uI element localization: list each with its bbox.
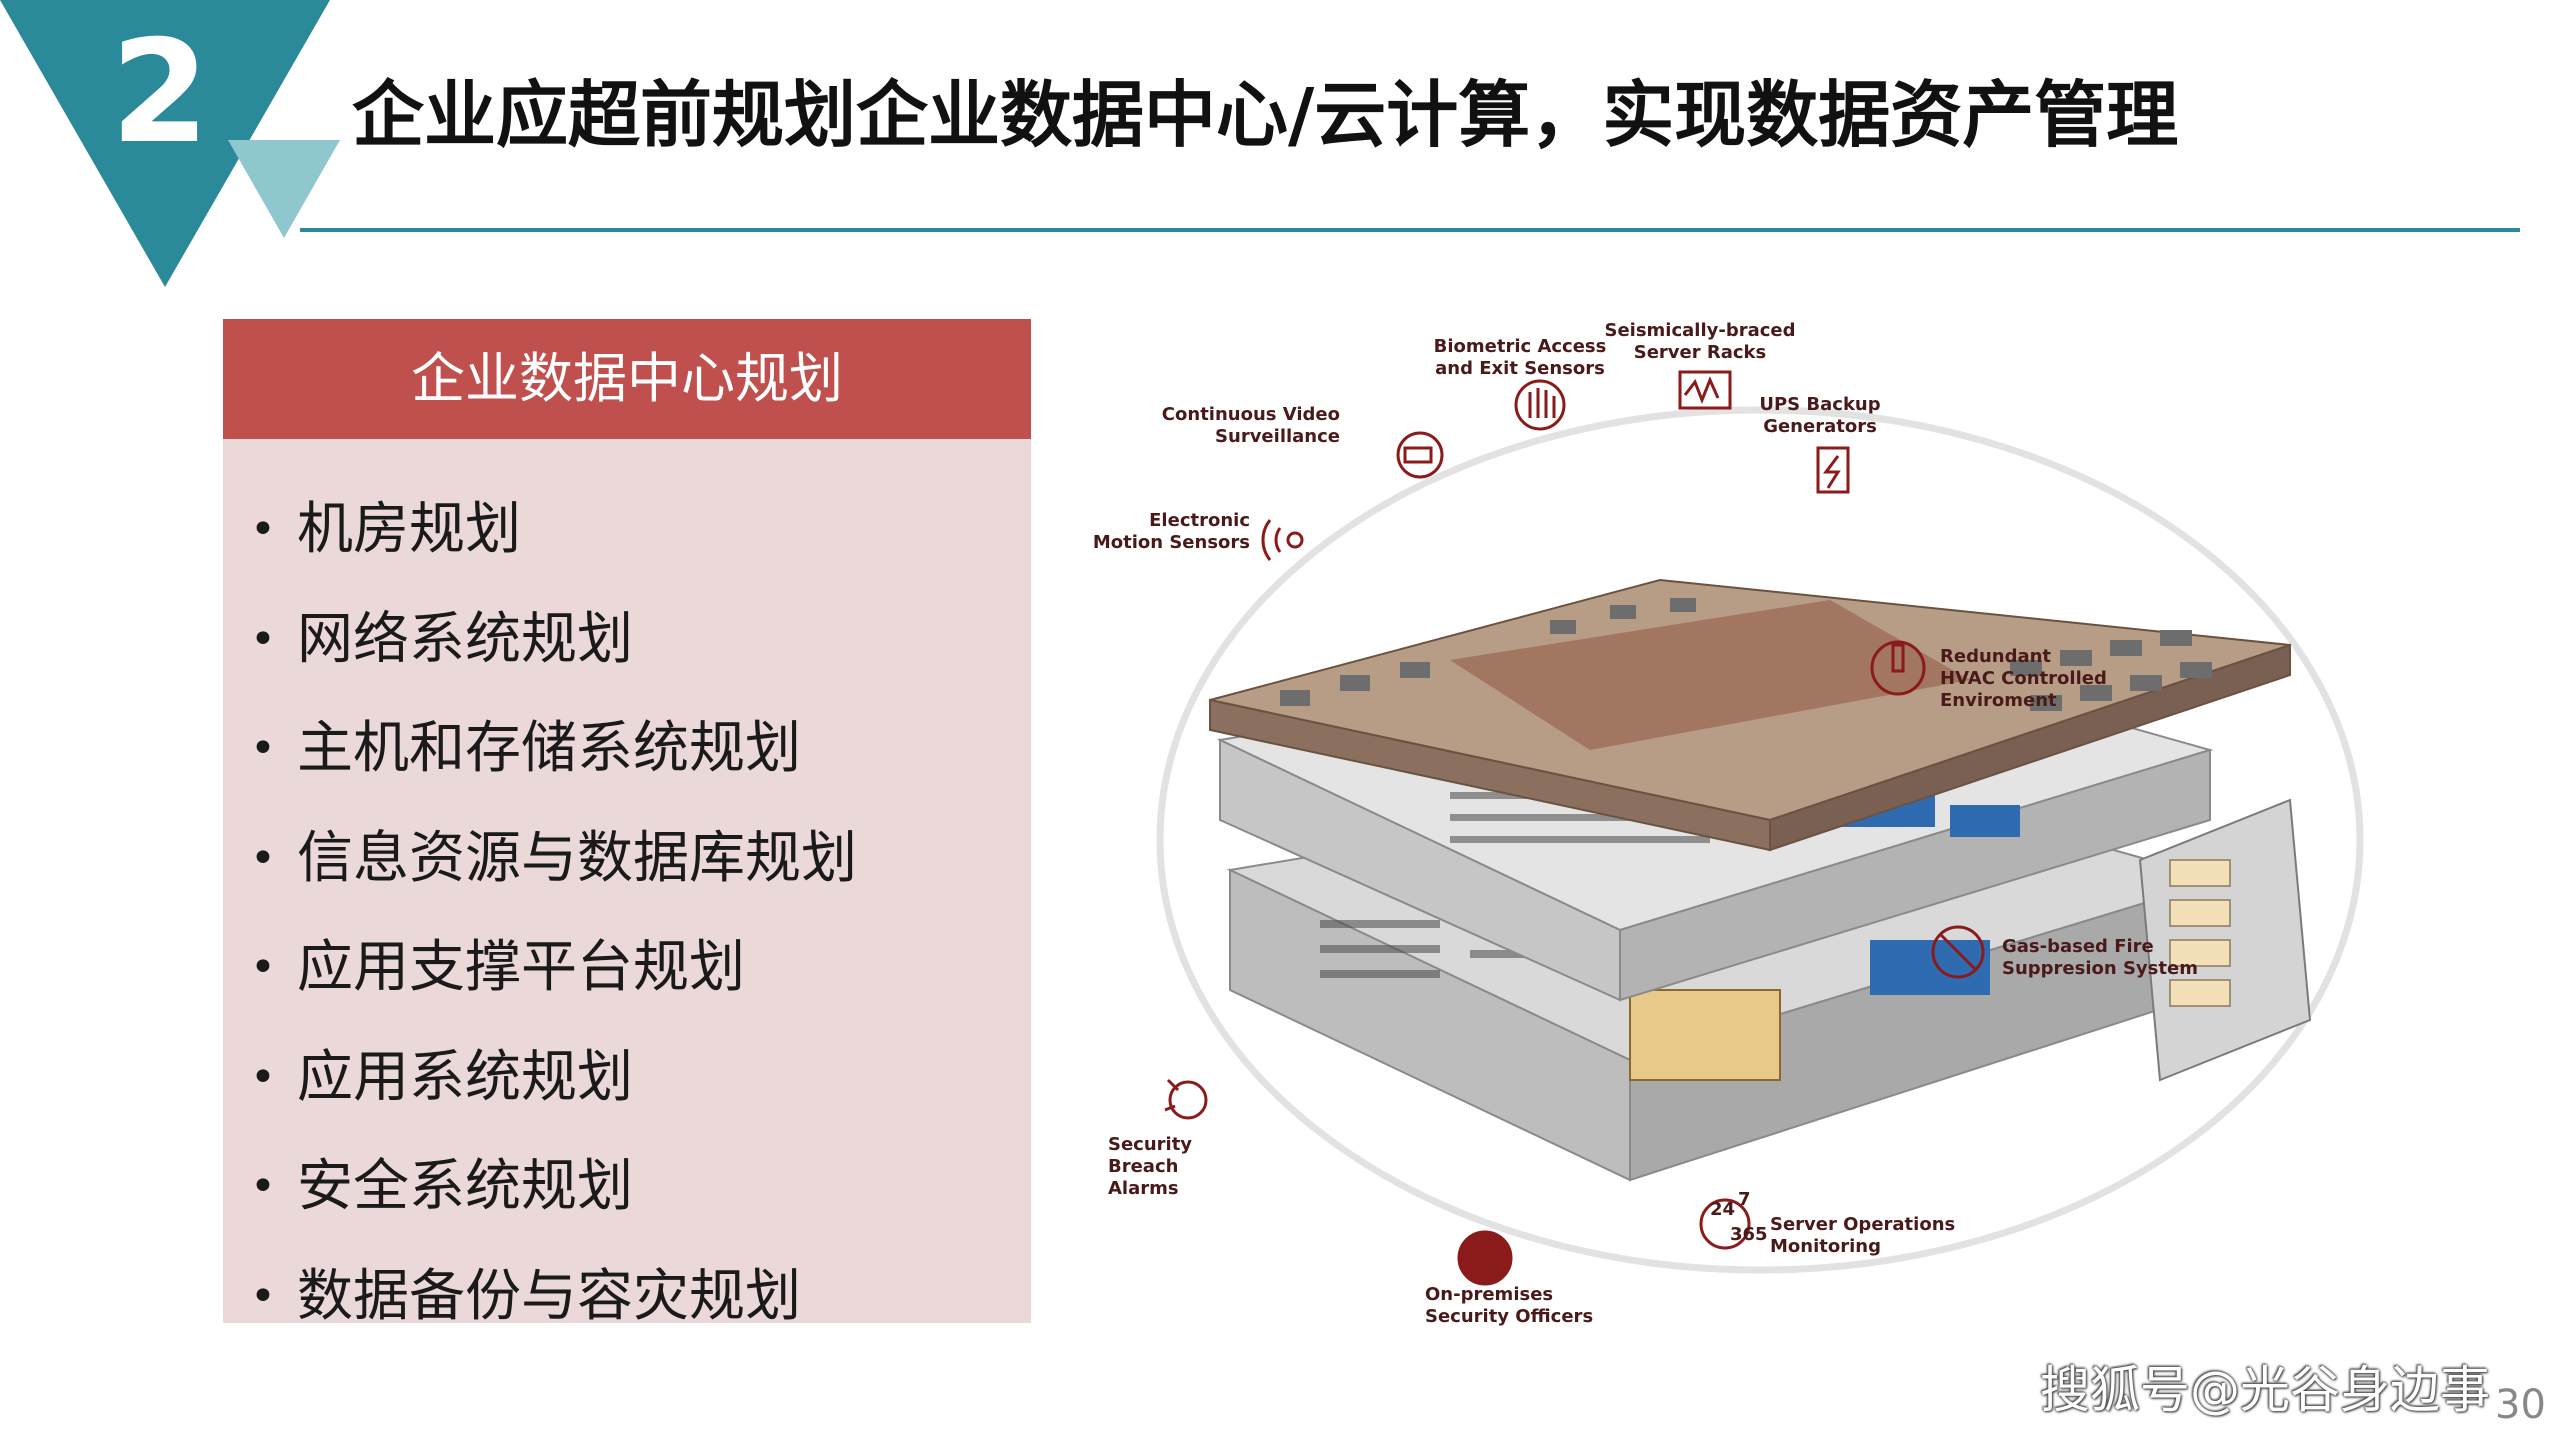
motion-sensor-icon xyxy=(1261,519,1304,561)
slide-number: 2 xyxy=(110,10,210,175)
label-hvac-3: Enviroment xyxy=(1940,690,2057,711)
list-item: •信息资源与数据库规划 xyxy=(223,804,1031,914)
label-fire-1: Gas-based Fire xyxy=(2002,936,2154,957)
header-triangle-decoration xyxy=(0,0,340,287)
alarm-icon xyxy=(1164,1078,1208,1120)
list-item: •主机和存储系统规划 xyxy=(223,694,1031,804)
list-item: •机房规划 xyxy=(223,475,1031,585)
bullet-icon: • xyxy=(250,1270,276,1322)
bullet-icon: • xyxy=(250,613,276,665)
list-item: •安全系统规划 xyxy=(223,1132,1031,1242)
label-alarms-1: Security xyxy=(1108,1134,1192,1155)
label-motion-1: Electronic xyxy=(1149,510,1250,531)
label-video-2: Surveillance xyxy=(1215,426,1340,447)
bullet-icon: • xyxy=(250,942,276,993)
generator-annex xyxy=(2138,798,2312,1082)
list-item: •数据备份与容灾规划 xyxy=(223,1242,1031,1324)
bullet-icon: • xyxy=(250,832,276,884)
biometric-hand-icon xyxy=(1514,379,1566,431)
ops-monitoring-icon xyxy=(1699,1198,1751,1250)
label-racks-2: Server Racks xyxy=(1634,342,1767,363)
data-center-illustration: 24 7 365 Continuous Video Surveillance B… xyxy=(1093,320,2364,1327)
label-officers-2: Security Officers xyxy=(1425,1306,1593,1327)
label-racks-1: Seismically-braced xyxy=(1604,320,1795,341)
list-item: •应用支撑平台规划 xyxy=(223,913,1031,1023)
label-alarms-3: Alarms xyxy=(1108,1178,1179,1199)
bullet-icon: • xyxy=(250,1161,276,1212)
label-alarms-2: Breach xyxy=(1108,1156,1178,1177)
label-ups-1: UPS Backup xyxy=(1759,394,1880,415)
ops-badge-mid: 7 xyxy=(1738,1189,1751,1210)
label-officers-1: On-premises xyxy=(1425,1284,1553,1305)
source-watermark: 搜狐号@光谷身边事 xyxy=(2040,1361,2490,1419)
label-hvac-2: HVAC Controlled xyxy=(1940,668,2107,689)
label-operations-1: Server Operations xyxy=(1770,1214,1955,1235)
camera-icon xyxy=(1396,431,1444,479)
server-rack-icon xyxy=(1678,370,1732,410)
label-biometric-1: Biometric Access xyxy=(1434,336,1607,357)
bullet-icon: • xyxy=(250,1051,276,1103)
bullet-icon: • xyxy=(250,504,276,555)
list-item: •应用系统规划 xyxy=(223,1023,1031,1133)
label-video-1: Continuous Video xyxy=(1162,404,1340,425)
list-item: •网络系统规划 xyxy=(223,585,1031,695)
ops-badge-top: 24 xyxy=(1710,1199,1735,1220)
label-biometric-2: and Exit Sensors xyxy=(1435,358,1605,379)
ops-badge-bottom: 365 xyxy=(1730,1224,1768,1245)
label-motion-2: Motion Sensors xyxy=(1093,532,1250,553)
security-officer-icon xyxy=(1457,1230,1513,1286)
planning-panel: 企业数据中心规划 •机房规划 •网络系统规划 •主机和存储系统规划 •信息资源与… xyxy=(223,319,1031,1323)
label-fire-2: Suppresion System xyxy=(2002,958,2198,979)
planning-list: •机房规划 •网络系统规划 •主机和存储系统规划 •信息资源与数据库规划 •应用… xyxy=(223,475,1031,1323)
label-hvac-1: Redundant xyxy=(1940,646,2051,667)
ups-generator-icon xyxy=(1816,446,1850,494)
orbit-ring xyxy=(1156,406,2364,1274)
page-number: 30 xyxy=(2495,1382,2546,1428)
fire-suppression-icon xyxy=(1931,925,1985,979)
page-title: 企业应超前规划企业数据中心/云计算，实现数据资产管理 xyxy=(352,73,2179,157)
title-divider xyxy=(300,228,2520,232)
thermometer-icon xyxy=(1870,640,1926,696)
label-ups-2: Generators xyxy=(1763,416,1877,437)
label-operations-2: Monitoring xyxy=(1770,1236,1881,1257)
bullet-icon: • xyxy=(250,723,276,774)
panel-heading: 企业数据中心规划 xyxy=(223,319,1031,439)
building-roof xyxy=(1209,578,2291,852)
